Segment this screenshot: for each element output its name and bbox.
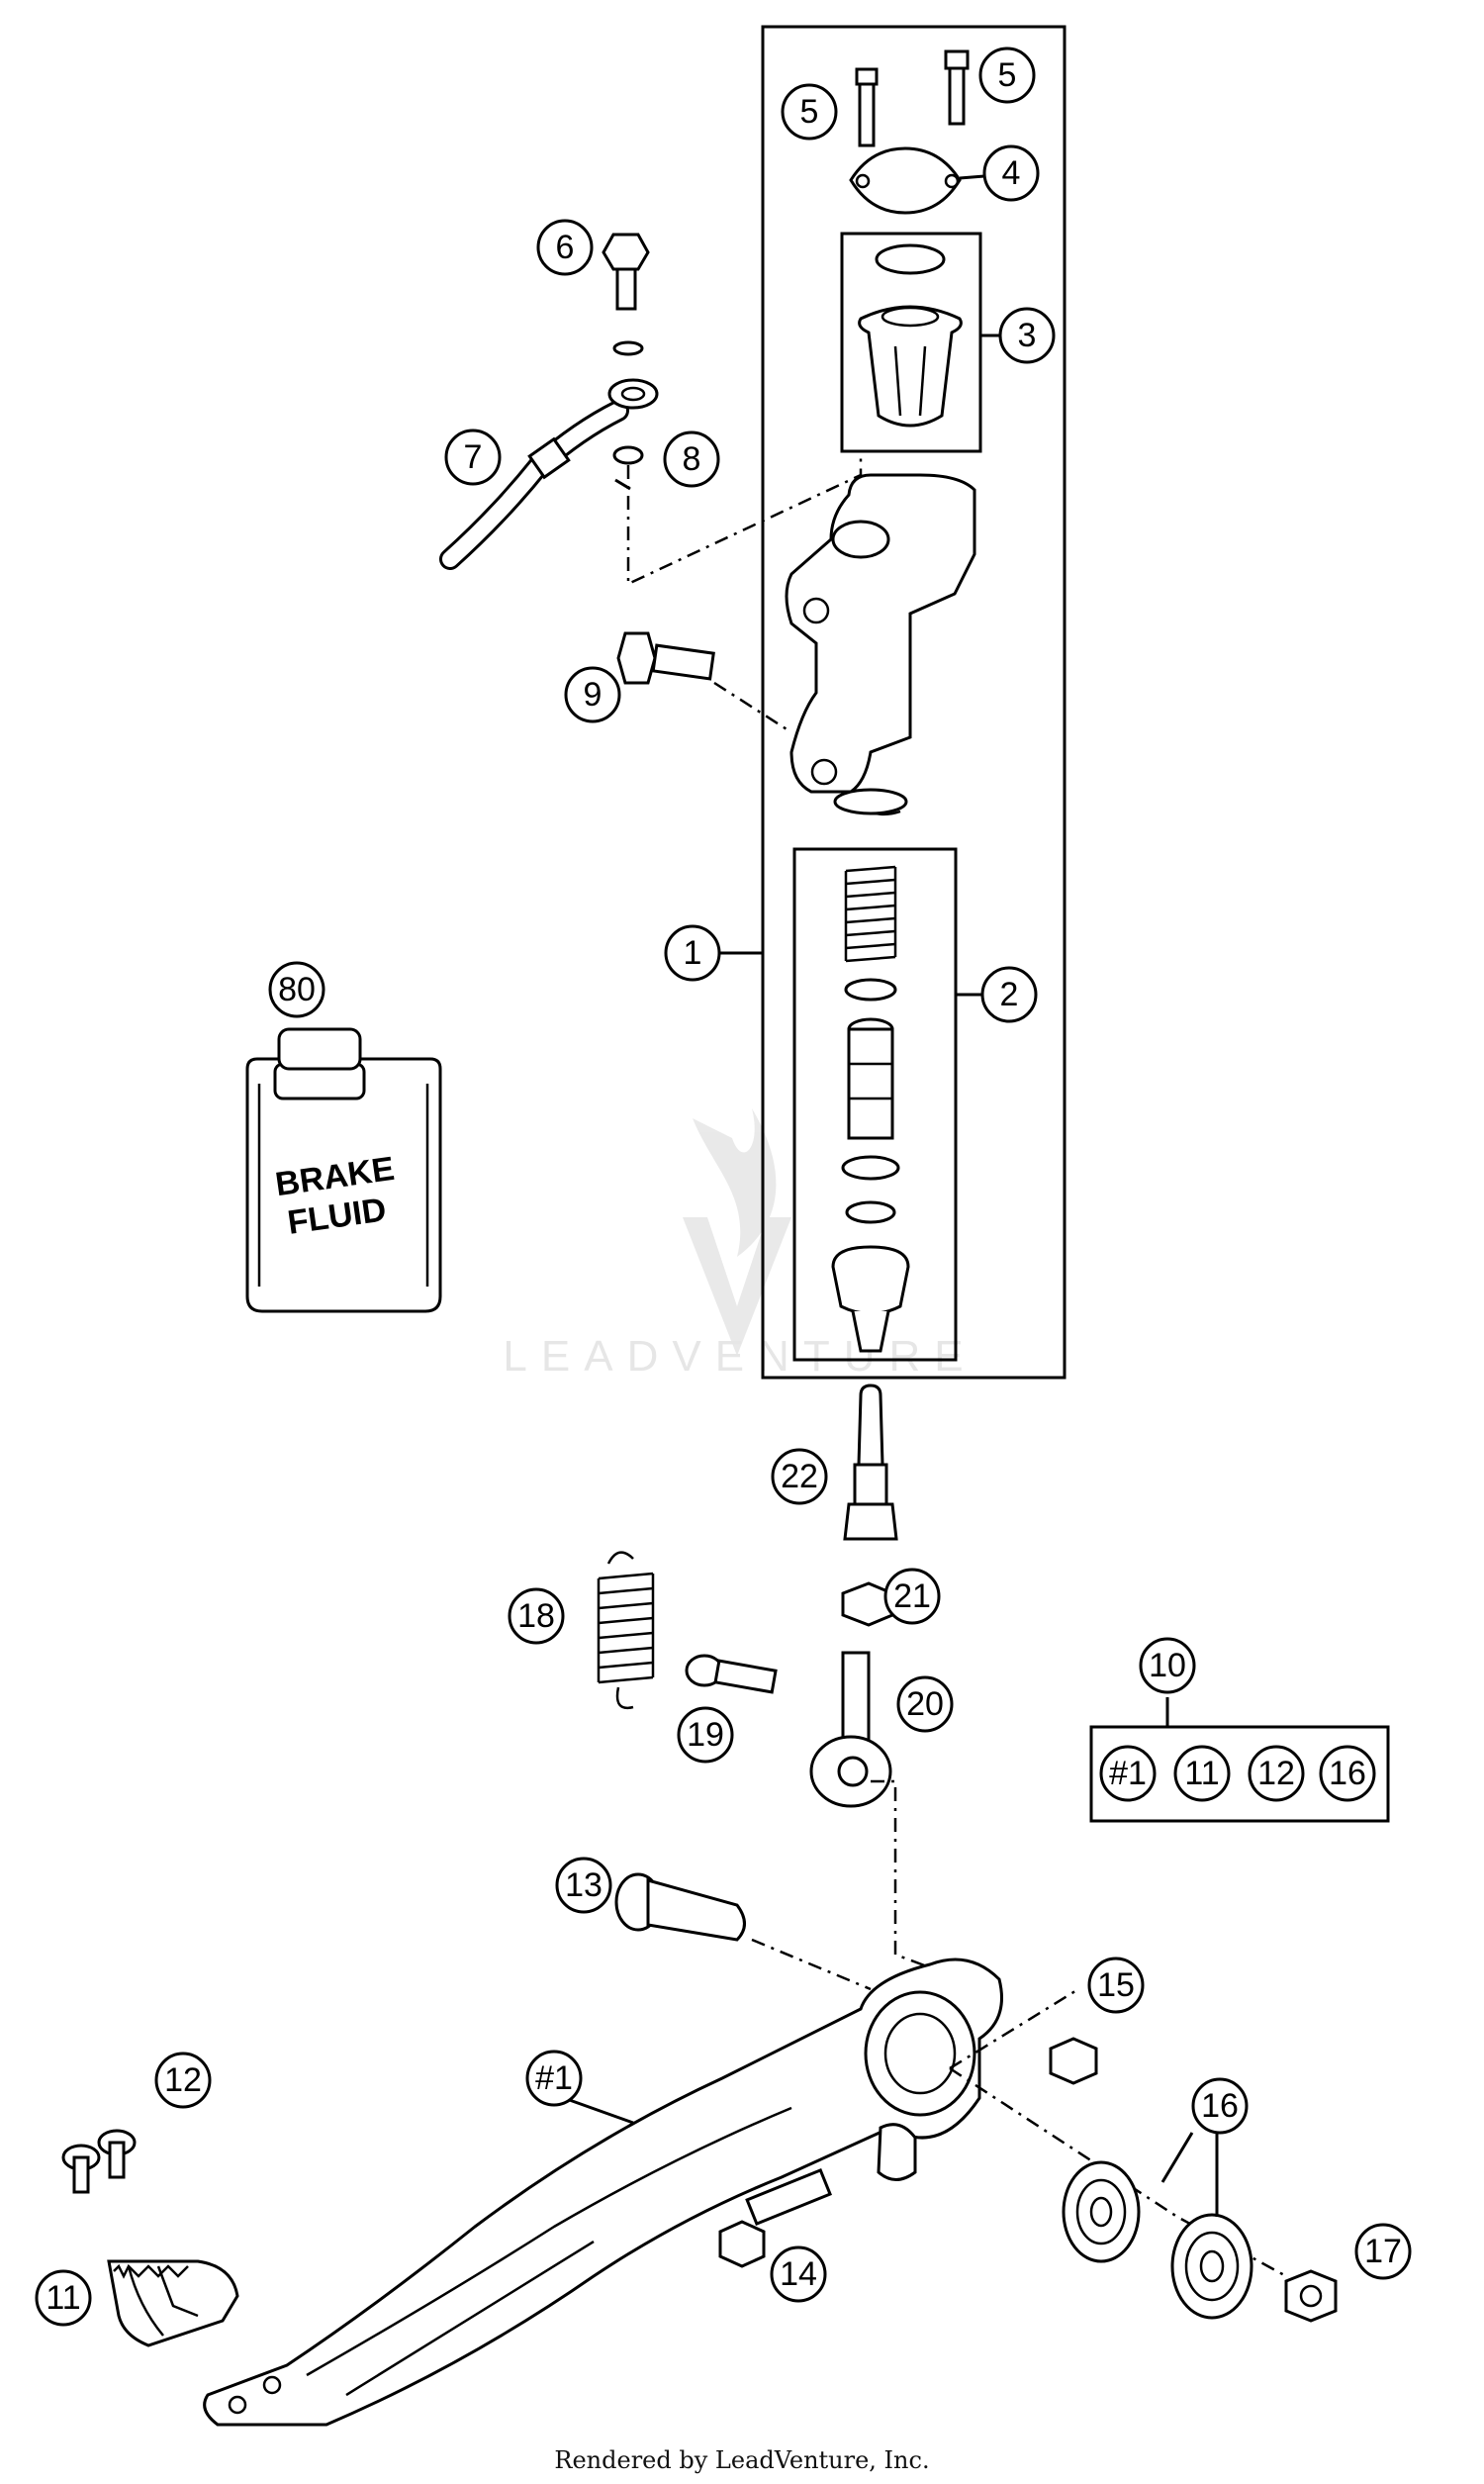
svg-text:14: 14	[780, 2255, 817, 2293]
pedal-kit-box	[1089, 1725, 1390, 1823]
kit-item-4: 16	[1319, 1745, 1376, 1802]
callout-80: 80	[268, 961, 325, 1018]
callout-9: 9	[564, 666, 621, 723]
svg-text:9: 9	[584, 676, 603, 714]
svg-text:80: 80	[278, 971, 316, 1008]
callout-5-right: 5	[978, 47, 1036, 104]
brake-fluid-can: BRAKE FLUID	[245, 1027, 442, 1313]
rod-end	[809, 1651, 892, 1808]
return-spring	[597, 1551, 655, 1710]
svg-text:3: 3	[1018, 317, 1037, 354]
callout-8: 8	[663, 430, 720, 488]
svg-text:8: 8	[683, 440, 701, 478]
callout-14: 14	[770, 2245, 827, 2303]
svg-text:5: 5	[998, 56, 1017, 94]
mounting-bolt	[616, 631, 715, 685]
cap-screw-left	[855, 67, 879, 147]
svg-text:#1: #1	[535, 2059, 573, 2097]
kit-item-1: #1	[1099, 1745, 1157, 1802]
watermark: LEADVENTURE	[503, 1108, 976, 1381]
banjo-bolt	[602, 233, 650, 311]
svg-text:12: 12	[1257, 1755, 1295, 1792]
svg-text:1: 1	[684, 934, 702, 972]
svg-text:5: 5	[800, 93, 819, 131]
svg-text:4: 4	[1002, 154, 1021, 192]
piston-spring	[844, 865, 897, 963]
svg-text:18: 18	[517, 1597, 555, 1635]
push-rod	[843, 1384, 898, 1541]
svg-text:7: 7	[464, 438, 483, 476]
callout-6: 6	[536, 219, 594, 276]
washer-lower	[612, 445, 644, 465]
pivot-bolt	[614, 1872, 746, 1942]
callout-18: 18	[508, 1587, 565, 1645]
svg-text:17: 17	[1364, 2233, 1402, 2270]
svg-text:16: 16	[1329, 1755, 1366, 1792]
dust-boot	[831, 1245, 910, 1353]
callout-20: 20	[896, 1675, 954, 1733]
nut	[1049, 2037, 1098, 2085]
piston	[847, 1017, 894, 1140]
collar-nut	[1284, 2269, 1338, 2323]
piston-kit-frame	[792, 847, 958, 1362]
tip-screws	[61, 2129, 137, 2194]
bearing	[1062, 2160, 1141, 2263]
svg-text:2: 2	[1000, 976, 1019, 1013]
callout-2: 2	[980, 966, 1038, 1023]
kit-item-3: 12	[1248, 1745, 1305, 1802]
callout-7: 7	[444, 429, 502, 486]
spring-bolt	[685, 1654, 778, 1694]
svg-text:22: 22	[781, 1458, 818, 1495]
master-cylinder-body	[785, 473, 976, 816]
svg-text:16: 16	[1201, 2087, 1239, 2125]
cap-screw-right	[944, 49, 970, 126]
reservoir	[858, 243, 963, 428]
svg-text:#1: #1	[1109, 1755, 1147, 1792]
callout-22: 22	[771, 1448, 828, 1505]
svg-text:20: 20	[906, 1685, 944, 1723]
bearing-second	[1170, 2213, 1253, 2320]
svg-text:15: 15	[1097, 1966, 1135, 2004]
callout-21: 21	[883, 1568, 941, 1625]
callout-17: 17	[1354, 2223, 1412, 2280]
washer-upper	[612, 340, 644, 356]
svg-text:11: 11	[1184, 1755, 1219, 1792]
callout-15: 15	[1087, 1957, 1145, 2014]
svg-text:11: 11	[46, 2279, 80, 2317]
reservoir-kit-frame	[840, 232, 982, 453]
hex-bolt	[718, 2168, 832, 2268]
callout-16: 16	[1191, 2077, 1249, 2135]
callout-1: 1	[664, 924, 721, 982]
callout-3: 3	[998, 307, 1056, 364]
reservoir-cap	[849, 146, 962, 215]
callout-5-left: 5	[781, 83, 838, 141]
svg-text:21: 21	[893, 1577, 931, 1615]
callout-12: 12	[154, 2052, 212, 2109]
watermark-text: LEADVENTURE	[503, 1332, 976, 1381]
pedal-tip	[107, 2259, 239, 2347]
render-credit: Rendered by LeadVenture, Inc.	[554, 2446, 930, 2474]
callout-pedal: #1	[525, 2050, 583, 2107]
master-cylinder-frame	[761, 25, 1067, 1380]
svg-text:12: 12	[164, 2061, 202, 2099]
callout-13: 13	[555, 1857, 612, 1914]
svg-text:6: 6	[556, 229, 575, 266]
svg-text:10: 10	[1149, 1647, 1186, 1684]
callout-11: 11	[35, 2269, 92, 2327]
svg-text:13: 13	[565, 1866, 603, 1904]
callout-19: 19	[677, 1706, 734, 1764]
callout-4: 4	[982, 144, 1040, 202]
piston-kit-parts	[831, 865, 910, 1353]
brake-line	[439, 378, 659, 570]
callout-10: 10	[1139, 1637, 1196, 1694]
brake-pedal	[203, 1958, 1003, 2427]
svg-text:19: 19	[687, 1716, 724, 1754]
kit-item-2: 11	[1173, 1745, 1231, 1802]
